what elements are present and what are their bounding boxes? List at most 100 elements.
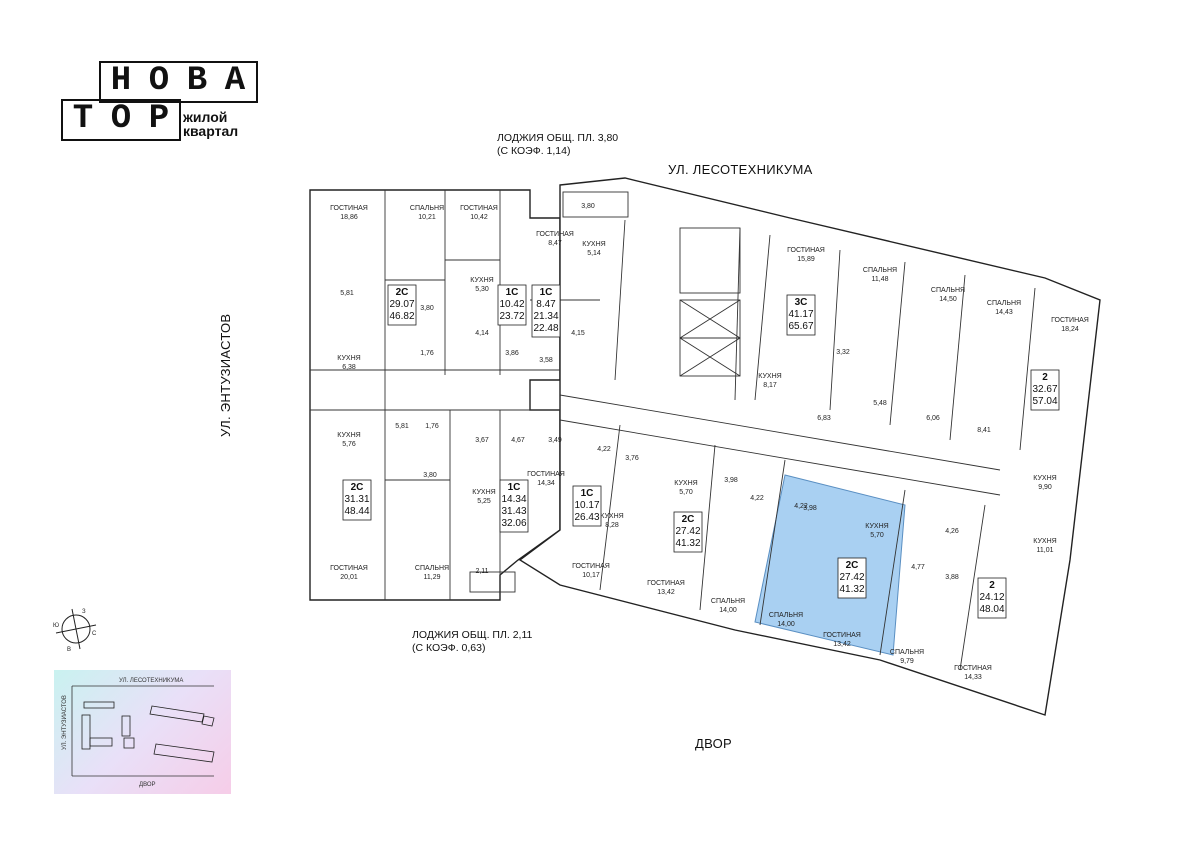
street-north-label: УЛ. ЛЕСОТЕХНИКУМА <box>668 162 813 177</box>
room-name: КУХНЯ <box>582 241 605 248</box>
room-label: 5,48 <box>873 400 887 407</box>
room-area: 1,76 <box>425 423 439 430</box>
room-area: 5,81 <box>395 423 409 430</box>
loggia-note-line: (С КОЭФ. 1,14) <box>497 145 571 157</box>
room-label: 3,58 <box>539 357 553 364</box>
room-name: КУХНЯ <box>470 277 493 284</box>
compass-rose: З С В Ю <box>53 608 97 653</box>
room-area: 4,22 <box>794 503 808 510</box>
minimap-buildings <box>81 701 215 763</box>
room-label: 4,14 <box>475 330 489 337</box>
compass-label: З <box>82 609 86 615</box>
apartment-area: 48.04 <box>979 604 1004 615</box>
room-area: 4,15 <box>571 330 585 337</box>
room-area: 14,00 <box>777 621 795 628</box>
room-name: КУХНЯ <box>865 523 888 530</box>
logo-subtitle: жилой <box>183 109 228 125</box>
room-area: 6,38 <box>342 364 356 371</box>
apartment-area: 26.43 <box>574 512 599 523</box>
apartment-area: 41.32 <box>839 584 864 595</box>
apartment-area: 14.34 <box>501 494 526 505</box>
room-area: 11,29 <box>424 574 441 581</box>
highlighted-apartment <box>754 474 906 656</box>
room-area: 6,06 <box>926 415 940 422</box>
room-label: ГОСТИНАЯ 10,17 <box>572 563 610 579</box>
room-name: СПАЛЬНЯ <box>890 649 924 656</box>
loggia-note-line: (С КОЭФ. 0,63) <box>412 642 486 654</box>
room-area: 14,33 <box>964 674 982 681</box>
compass-label: Ю <box>53 623 59 629</box>
apartment-type: 2С <box>846 560 859 571</box>
room-label: 5,81 <box>395 423 409 430</box>
room-name: КУХНЯ <box>337 355 360 362</box>
room-label: 3,80 <box>423 472 437 479</box>
apartment-area: 29.07 <box>389 299 414 310</box>
room-area: 3,98 <box>803 505 817 512</box>
apartment-area: 41.17 <box>788 309 813 320</box>
room-area: 4,77 <box>911 564 925 571</box>
apartment-type: 2С <box>682 514 695 525</box>
room-name: СПАЛЬНЯ <box>987 300 1021 307</box>
compass-label: В <box>67 647 71 653</box>
logo-box-bottom <box>61 99 181 141</box>
room-label: 1,76 <box>425 423 439 430</box>
apartment-area: 31.43 <box>501 506 526 517</box>
minimap-drawing: УЛ. ЛЕСОТЕХНИКУМА ДВОР УЛ. ЭНТУЗИАСТОВ <box>62 678 215 788</box>
room-area: 4,22 <box>597 446 611 453</box>
room-area: 10,17 <box>582 572 600 579</box>
apartment-area: 46.82 <box>389 311 414 322</box>
room-name: СПАЛЬНЯ <box>769 612 803 619</box>
apartment-area: 48.44 <box>344 506 369 517</box>
room-name: СПАЛЬНЯ <box>415 565 449 572</box>
room-area: 5,76 <box>342 441 356 448</box>
room-area: 5,48 <box>873 400 887 407</box>
apartment-type: 1С <box>506 287 519 298</box>
room-name: СПАЛЬНЯ <box>863 267 897 274</box>
logo-letter: Н <box>110 62 132 100</box>
room-name: КУХНЯ <box>758 373 781 380</box>
room-area: 10,42 <box>470 214 488 221</box>
room-label: КУХНЯ 6,38 <box>337 355 360 371</box>
room-name: ГОСТИНАЯ <box>572 563 610 570</box>
room-label: 1,76 <box>420 350 434 357</box>
room-name: КУХНЯ <box>1033 475 1056 482</box>
apartment-area: 27.42 <box>839 572 864 583</box>
room-area: 5,25 <box>477 498 491 505</box>
apartment-tag-box <box>497 284 527 326</box>
apartment-tag-box <box>387 284 417 326</box>
room-label: 4,22 <box>750 495 764 502</box>
room-name: ГОСТИНАЯ <box>1051 317 1089 324</box>
floor-plan-walls <box>309 177 1101 716</box>
minimap-street-south: ДВОР <box>139 782 156 788</box>
apartment-tags: 2С29.0746.821С10.4223.721С8.4721.3422.48… <box>342 284 1060 619</box>
logo-letter: Т <box>72 100 94 138</box>
loggia-note-top: ЛОДЖИЯ ОБЩ. ПЛ. 3,80 (С КОЭФ. 1,14) <box>497 132 618 158</box>
logo-letter: А <box>224 62 246 100</box>
room-name: КУХНЯ <box>1033 538 1056 545</box>
logo-letter: Р <box>148 100 170 138</box>
room-area: 13,42 <box>833 641 851 648</box>
room-label: 6,83 <box>817 415 831 422</box>
room-name: СПАЛЬНЯ <box>410 205 444 212</box>
room-area: 3,80 <box>420 305 434 312</box>
room-label: 3,80 <box>420 305 434 312</box>
apartment-area: 32.67 <box>1032 384 1057 395</box>
room-label: СПАЛЬНЯ 11,29 <box>415 565 449 581</box>
room-label: 3,67 <box>475 437 489 444</box>
apartment-tag-box <box>499 479 529 533</box>
room-area: 3,80 <box>581 203 595 210</box>
